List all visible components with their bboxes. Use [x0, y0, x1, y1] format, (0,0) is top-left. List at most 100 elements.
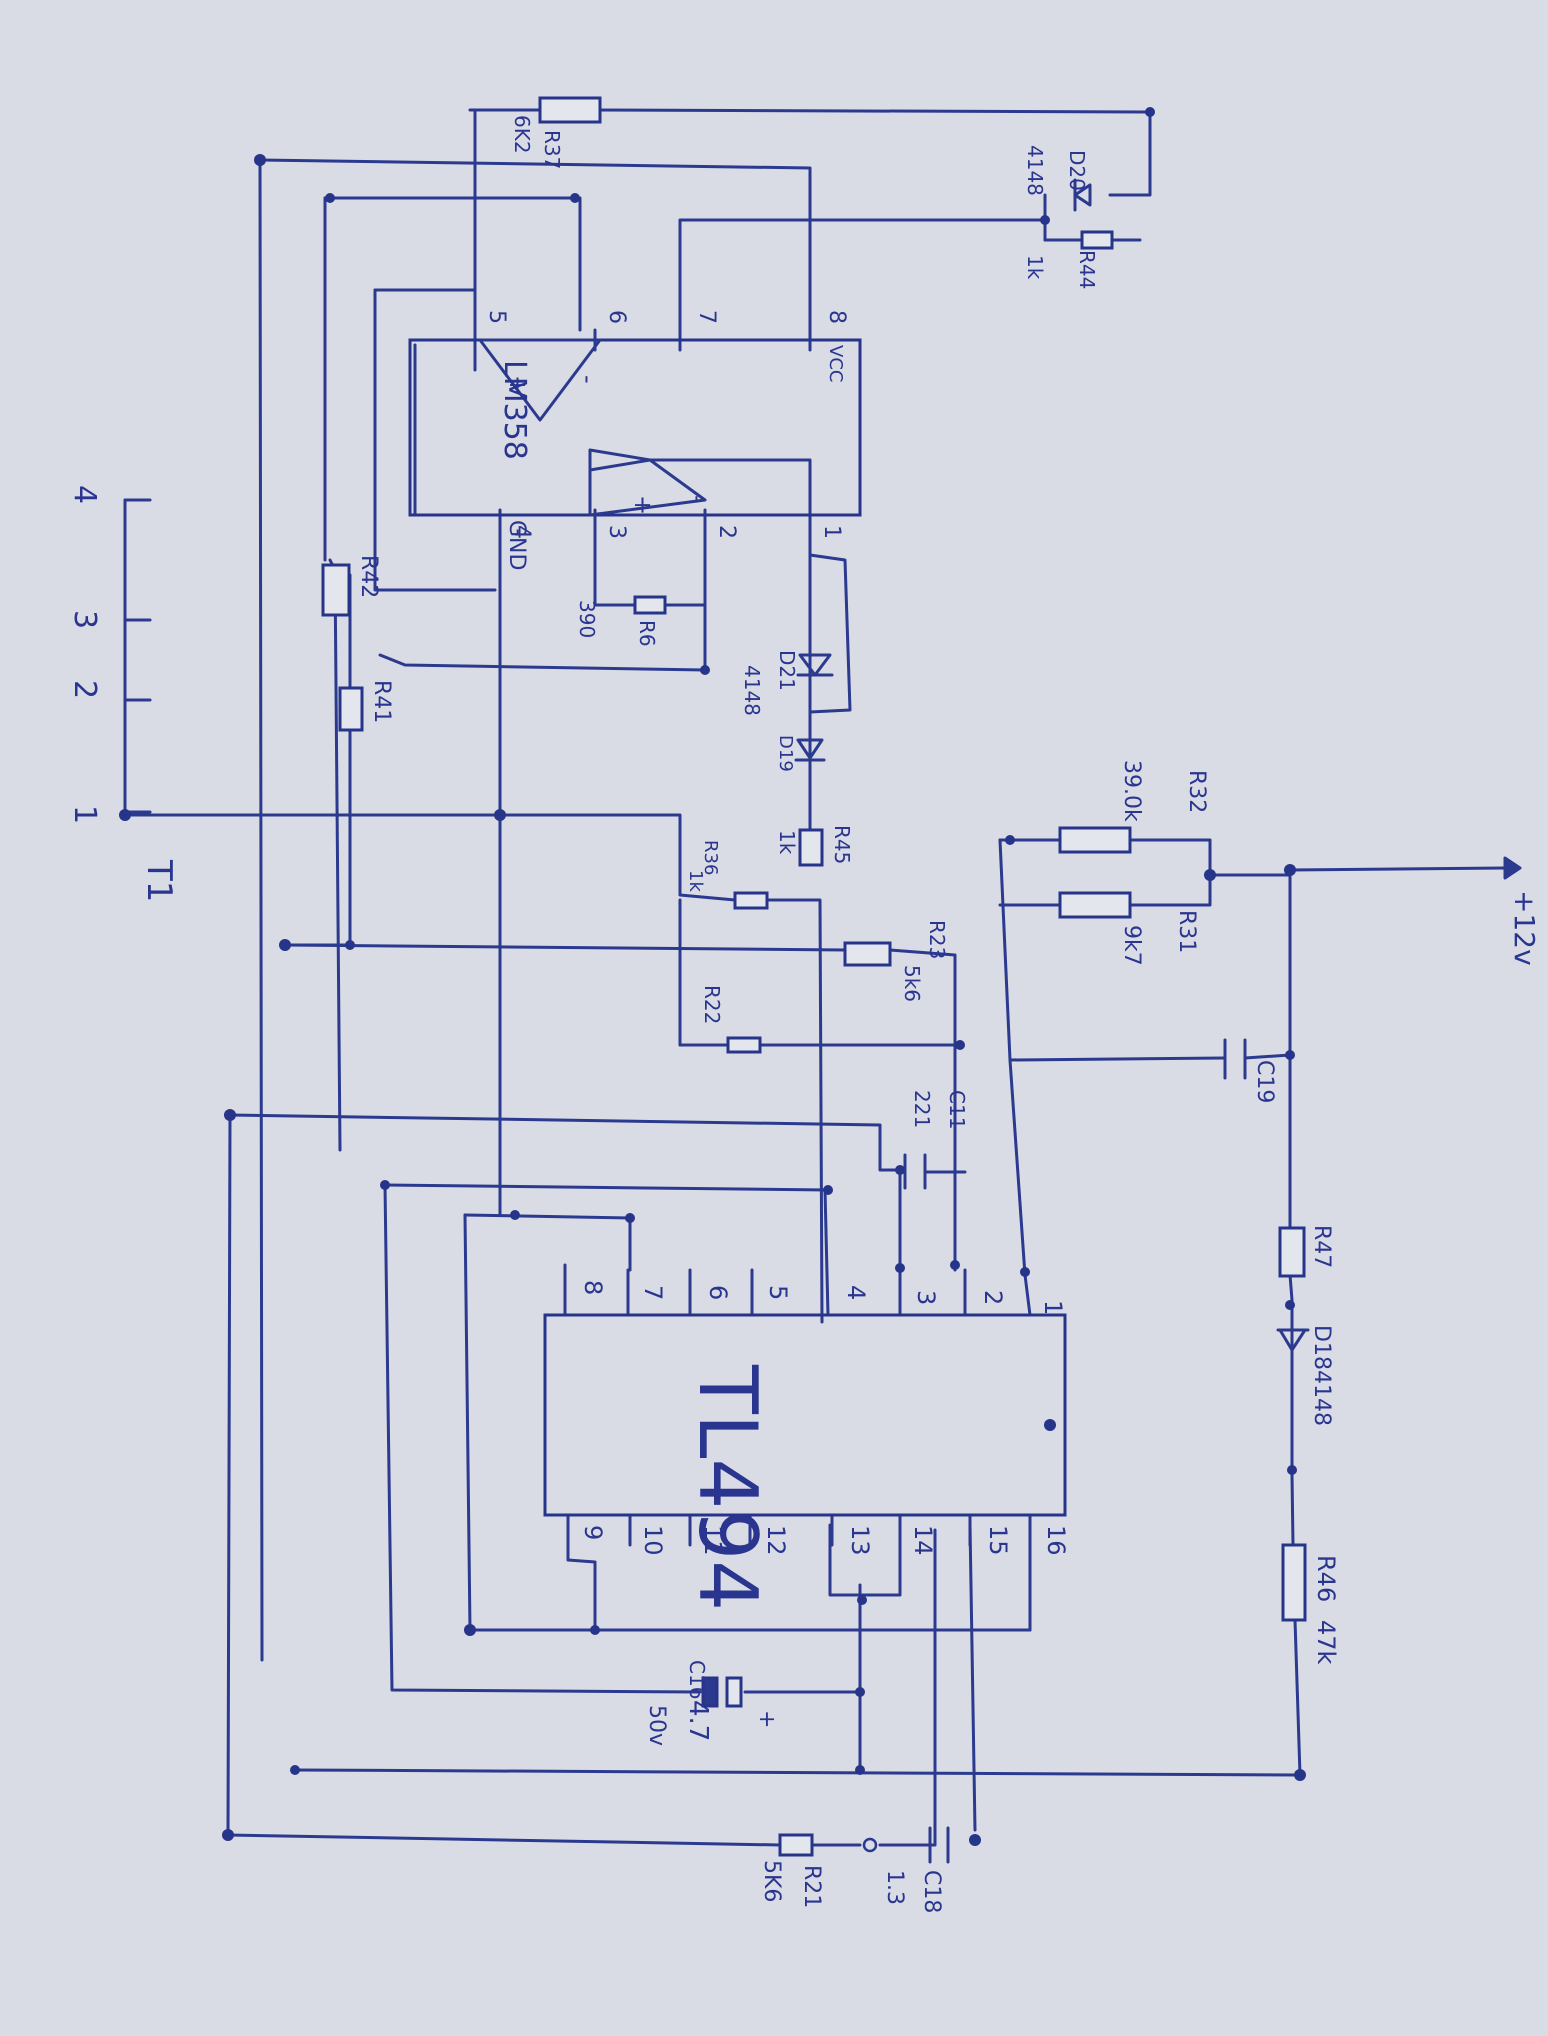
- lm358-pin-6: 6: [604, 310, 629, 324]
- ic-tl494: TL494 1 2 3 4 5 6 7 8 9 10 11 12 13 14 1…: [543, 1280, 1070, 1611]
- connector-pin-4: 4: [67, 485, 102, 504]
- junctions: [119, 107, 1306, 1846]
- connector-pin-1: 1: [67, 805, 102, 824]
- d19-ref: D19: [775, 735, 796, 772]
- d21-value: 4148: [740, 665, 764, 716]
- diode-d19: D19: [775, 735, 826, 772]
- resistor-r22: R22: [700, 985, 762, 1054]
- opamp-b-plus: +: [629, 495, 657, 515]
- r46-ref: R46: [1312, 1555, 1340, 1602]
- resistor-r46: R46 47k: [1281, 1543, 1340, 1665]
- supply-12v: +12v: [1503, 856, 1541, 966]
- resistor-r47: R47: [1278, 1225, 1334, 1278]
- d21-ref: D21: [775, 650, 799, 691]
- resistor-r32: R32 39.0k: [1058, 760, 1209, 854]
- supply-label: +12v: [1508, 890, 1541, 966]
- tl494-pin-6: 6: [704, 1285, 732, 1300]
- d20-ref: D20: [1065, 150, 1089, 191]
- tl494-pin-1: 1: [1039, 1300, 1067, 1315]
- wires: [123, 108, 1507, 1847]
- tl494-label: TL494: [681, 1364, 774, 1611]
- resistor-r21: R21 5K6: [759, 1833, 824, 1908]
- r32-value: 39.0k: [1119, 760, 1144, 822]
- r32-ref: R32: [1184, 770, 1209, 813]
- resistor-r37: R37 6K2: [510, 96, 602, 169]
- tl494-pin-9: 9: [579, 1525, 607, 1540]
- capacitor-c11: C11 221: [903, 1090, 969, 1190]
- r42-ref: R42: [356, 555, 381, 598]
- r31-ref: R31: [1174, 910, 1199, 953]
- c19-ref: C19: [1252, 1060, 1277, 1103]
- capacitor-c16: C16 4.7 50v +: [644, 1660, 779, 1746]
- r41-ref: R41: [369, 680, 394, 723]
- r47-ref: R47: [1309, 1225, 1334, 1268]
- d18-value: 4148: [1309, 1370, 1334, 1426]
- opamp-a-plus: +: [504, 375, 532, 395]
- tl494-pin-12: 12: [762, 1525, 790, 1556]
- c16-voltage: 50v: [644, 1705, 669, 1746]
- c16-plus: +: [754, 1710, 779, 1728]
- lm358-pin-5: 5: [484, 310, 509, 324]
- diode-d21: D21 4148: [740, 650, 834, 716]
- r23-ref: R23: [925, 920, 949, 959]
- r46-value: 47k: [1312, 1620, 1340, 1665]
- resistor-r42: R42: [321, 555, 381, 617]
- resistor-r45: R45 1k: [775, 825, 854, 867]
- r36-ref: R36: [700, 840, 721, 875]
- tl494-pin-3: 3: [912, 1290, 940, 1305]
- lm358-vcc: VCC: [825, 345, 846, 382]
- r23-value: 5k6: [900, 965, 924, 1002]
- c11-ref: C11: [945, 1090, 969, 1129]
- diode-d18: D18 4148: [1276, 1325, 1334, 1426]
- r21-ref: R21: [799, 1865, 824, 1908]
- tl494-pin-10: 10: [639, 1525, 667, 1556]
- tl494-pin-2: 2: [979, 1290, 1007, 1305]
- lm358-pin-1: 1: [819, 525, 844, 539]
- r44-ref: R44: [1075, 250, 1099, 289]
- r22-ref: R22: [700, 985, 724, 1024]
- r45-value: 1k: [775, 830, 799, 855]
- r44-value: 1k: [1023, 255, 1047, 280]
- r21-value: 5K6: [759, 1860, 784, 1902]
- r31-value: 9k7: [1119, 925, 1144, 966]
- resistor-r41: R41: [338, 680, 394, 732]
- capacitor-c19: C19: [1223, 1038, 1277, 1103]
- tl494-pin-7: 7: [639, 1285, 667, 1300]
- c16-value: 4.7: [683, 1700, 713, 1741]
- capacitor-c18: C18 1.3: [862, 1826, 950, 1913]
- ic-lm358: LM358 VCC GND + - + - 1 2 3 4 5 6 7 8: [408, 310, 862, 570]
- diode-d20: D20 4148: [1023, 145, 1092, 212]
- tl494-pin-8: 8: [579, 1280, 607, 1295]
- tl494-pin-11: 11: [699, 1525, 727, 1556]
- r6-ref: R6: [635, 620, 659, 647]
- connector-pin-3: 3: [67, 610, 102, 629]
- resistor-r23: R23 5k6: [843, 920, 949, 1002]
- connector-ref: T1: [139, 859, 179, 902]
- resistor-r31: R31 9k7: [1058, 891, 1199, 966]
- c18-value: 1.3: [882, 1870, 907, 1905]
- opamp-b-minus: -: [684, 495, 712, 504]
- connector-t1: T1 1 2 3 4: [67, 485, 179, 902]
- lm358-pin-8: 8: [824, 310, 849, 324]
- tl494-pin-16: 16: [1042, 1525, 1070, 1556]
- tl494-pin-15: 15: [984, 1525, 1012, 1556]
- tl494-pin-14: 14: [909, 1525, 937, 1556]
- lm358-pin-4: 4: [509, 525, 534, 539]
- resistor-r44: R44 1k: [1023, 230, 1114, 289]
- d20-value: 4148: [1023, 145, 1047, 196]
- c11-value: 221: [910, 1090, 934, 1128]
- lm358-gnd: GND: [504, 520, 529, 570]
- r45-ref: R45: [830, 825, 854, 864]
- tl494-pin-4: 4: [842, 1285, 870, 1300]
- c16-ref: C16: [685, 1660, 709, 1699]
- c18-ref: C18: [919, 1870, 944, 1913]
- lm358-label: LM358: [497, 360, 532, 460]
- r6-value: 390: [575, 600, 599, 638]
- lm358-pin-3: 3: [604, 525, 629, 539]
- resistor-r6: R6 390: [575, 595, 667, 647]
- lm358-pin-7: 7: [694, 310, 719, 324]
- tl494-pin-13: 13: [846, 1525, 874, 1556]
- r37-ref: R37: [540, 130, 564, 169]
